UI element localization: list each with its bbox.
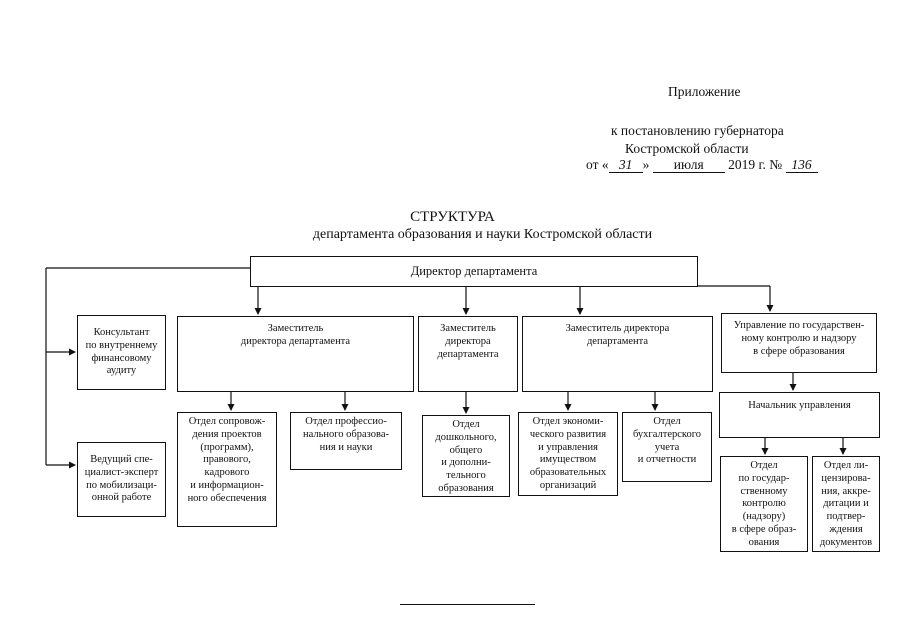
date-day: 31 bbox=[608, 158, 643, 173]
date-month: июля bbox=[652, 158, 725, 173]
date-sep: » bbox=[642, 157, 650, 172]
licensing-department-box: Отдел ли- цензирова- ния, аккре- дитации… bbox=[812, 456, 880, 552]
deputy-director-1-box: Заместитель директора департамента bbox=[177, 316, 414, 392]
supervision-directorate-box: Управление по государствен- ному контрол… bbox=[721, 313, 877, 373]
date-prefix: от « bbox=[586, 157, 609, 172]
structure-subtitle: департамента образования и науки Костром… bbox=[312, 227, 653, 242]
deputy-director-3-box: Заместитель директора департамента bbox=[522, 316, 713, 392]
date-year: 2019 г. № bbox=[728, 157, 783, 172]
lead-specialist-box: Ведущий спе- циалист-эксперт по мобилиза… bbox=[77, 442, 166, 517]
projects-support-department-box: Отдел сопровож- дения проектов (программ… bbox=[177, 412, 277, 527]
economic-development-department-box: Отдел экономи- ческого развития и управл… bbox=[518, 412, 618, 496]
deputy-director-2-box: Заместитель директора департамента bbox=[418, 316, 518, 392]
preschool-education-department-box: Отдел дошкольного, общего и дополни- тел… bbox=[422, 415, 510, 497]
consultant-box: Консультант по внутреннему финансовому а… bbox=[77, 315, 166, 390]
structure-title: СТРУКТУРА bbox=[410, 209, 495, 225]
state-control-department-box: Отдел по государ- ственному контролю (на… bbox=[720, 456, 808, 552]
region-line: Костромской области bbox=[625, 141, 749, 156]
annex-label: Приложение bbox=[668, 84, 741, 99]
date-number: 136 bbox=[785, 158, 818, 173]
footer-divider bbox=[400, 604, 535, 605]
head-of-directorate-box: Начальник управления bbox=[719, 392, 880, 438]
vocational-education-department-box: Отдел профессио- нального образова- ния … bbox=[290, 412, 402, 470]
date-line: от «31» июля 2019 г. № 136 bbox=[586, 158, 818, 173]
resolution-line: к постановлению губернатора bbox=[611, 123, 784, 138]
accounting-department-box: Отдел бухгалтерского учета и отчетности bbox=[622, 412, 712, 482]
director-box: Директор департамента bbox=[250, 256, 698, 287]
